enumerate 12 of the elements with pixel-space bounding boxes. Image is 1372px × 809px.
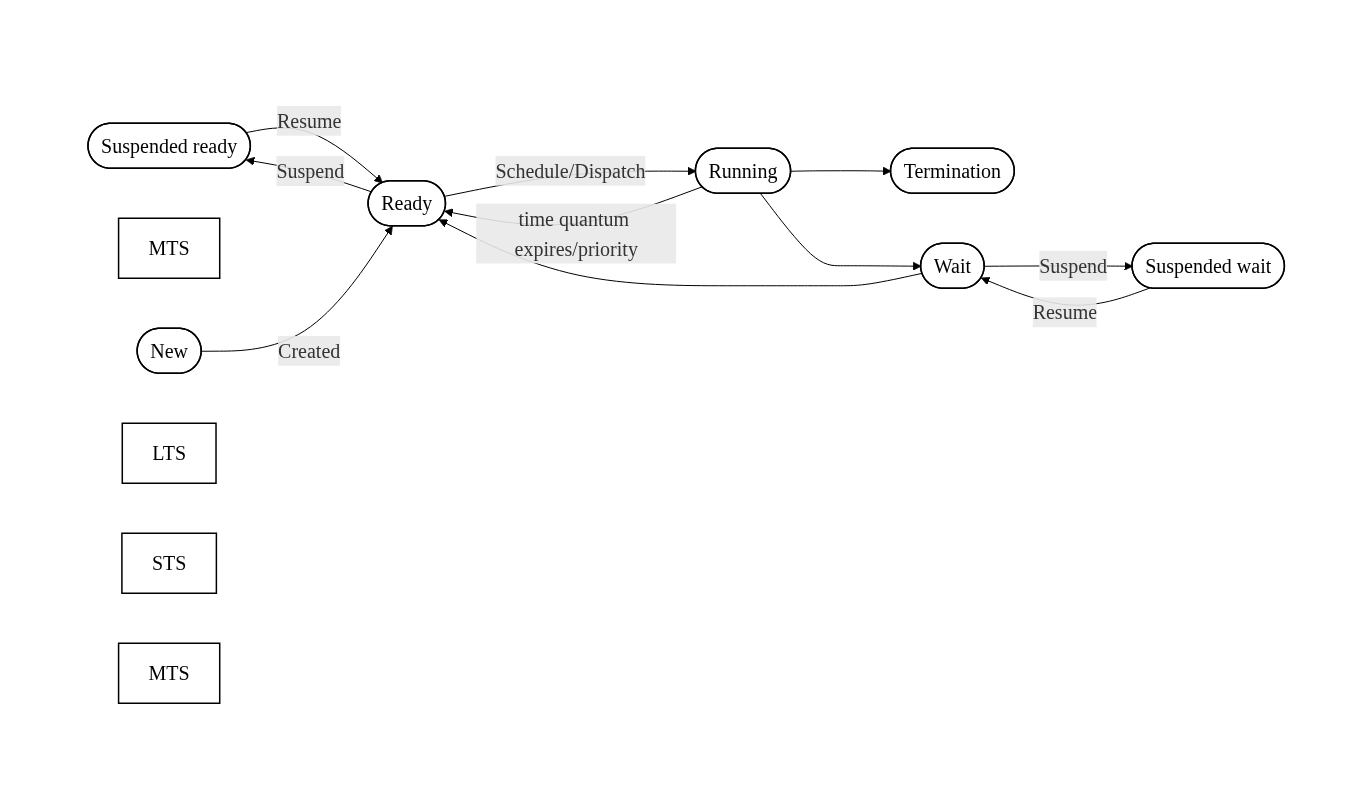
node-box: STS [121,532,217,594]
edge-label: Suspend [276,160,344,183]
edge-label: time quantum expires/priority [514,207,638,260]
node-box: LTS [121,422,217,484]
edge-label: Resume [276,109,342,132]
edge-label: Created [277,339,341,362]
node-box: MTS [117,642,221,704]
arrow [200,225,393,352]
edge-label: Suspend [1039,254,1107,277]
node-box: MTS [117,217,221,279]
edge-label: Resume [1032,301,1097,324]
edge-label: Schedule/Dispatch [495,159,646,182]
